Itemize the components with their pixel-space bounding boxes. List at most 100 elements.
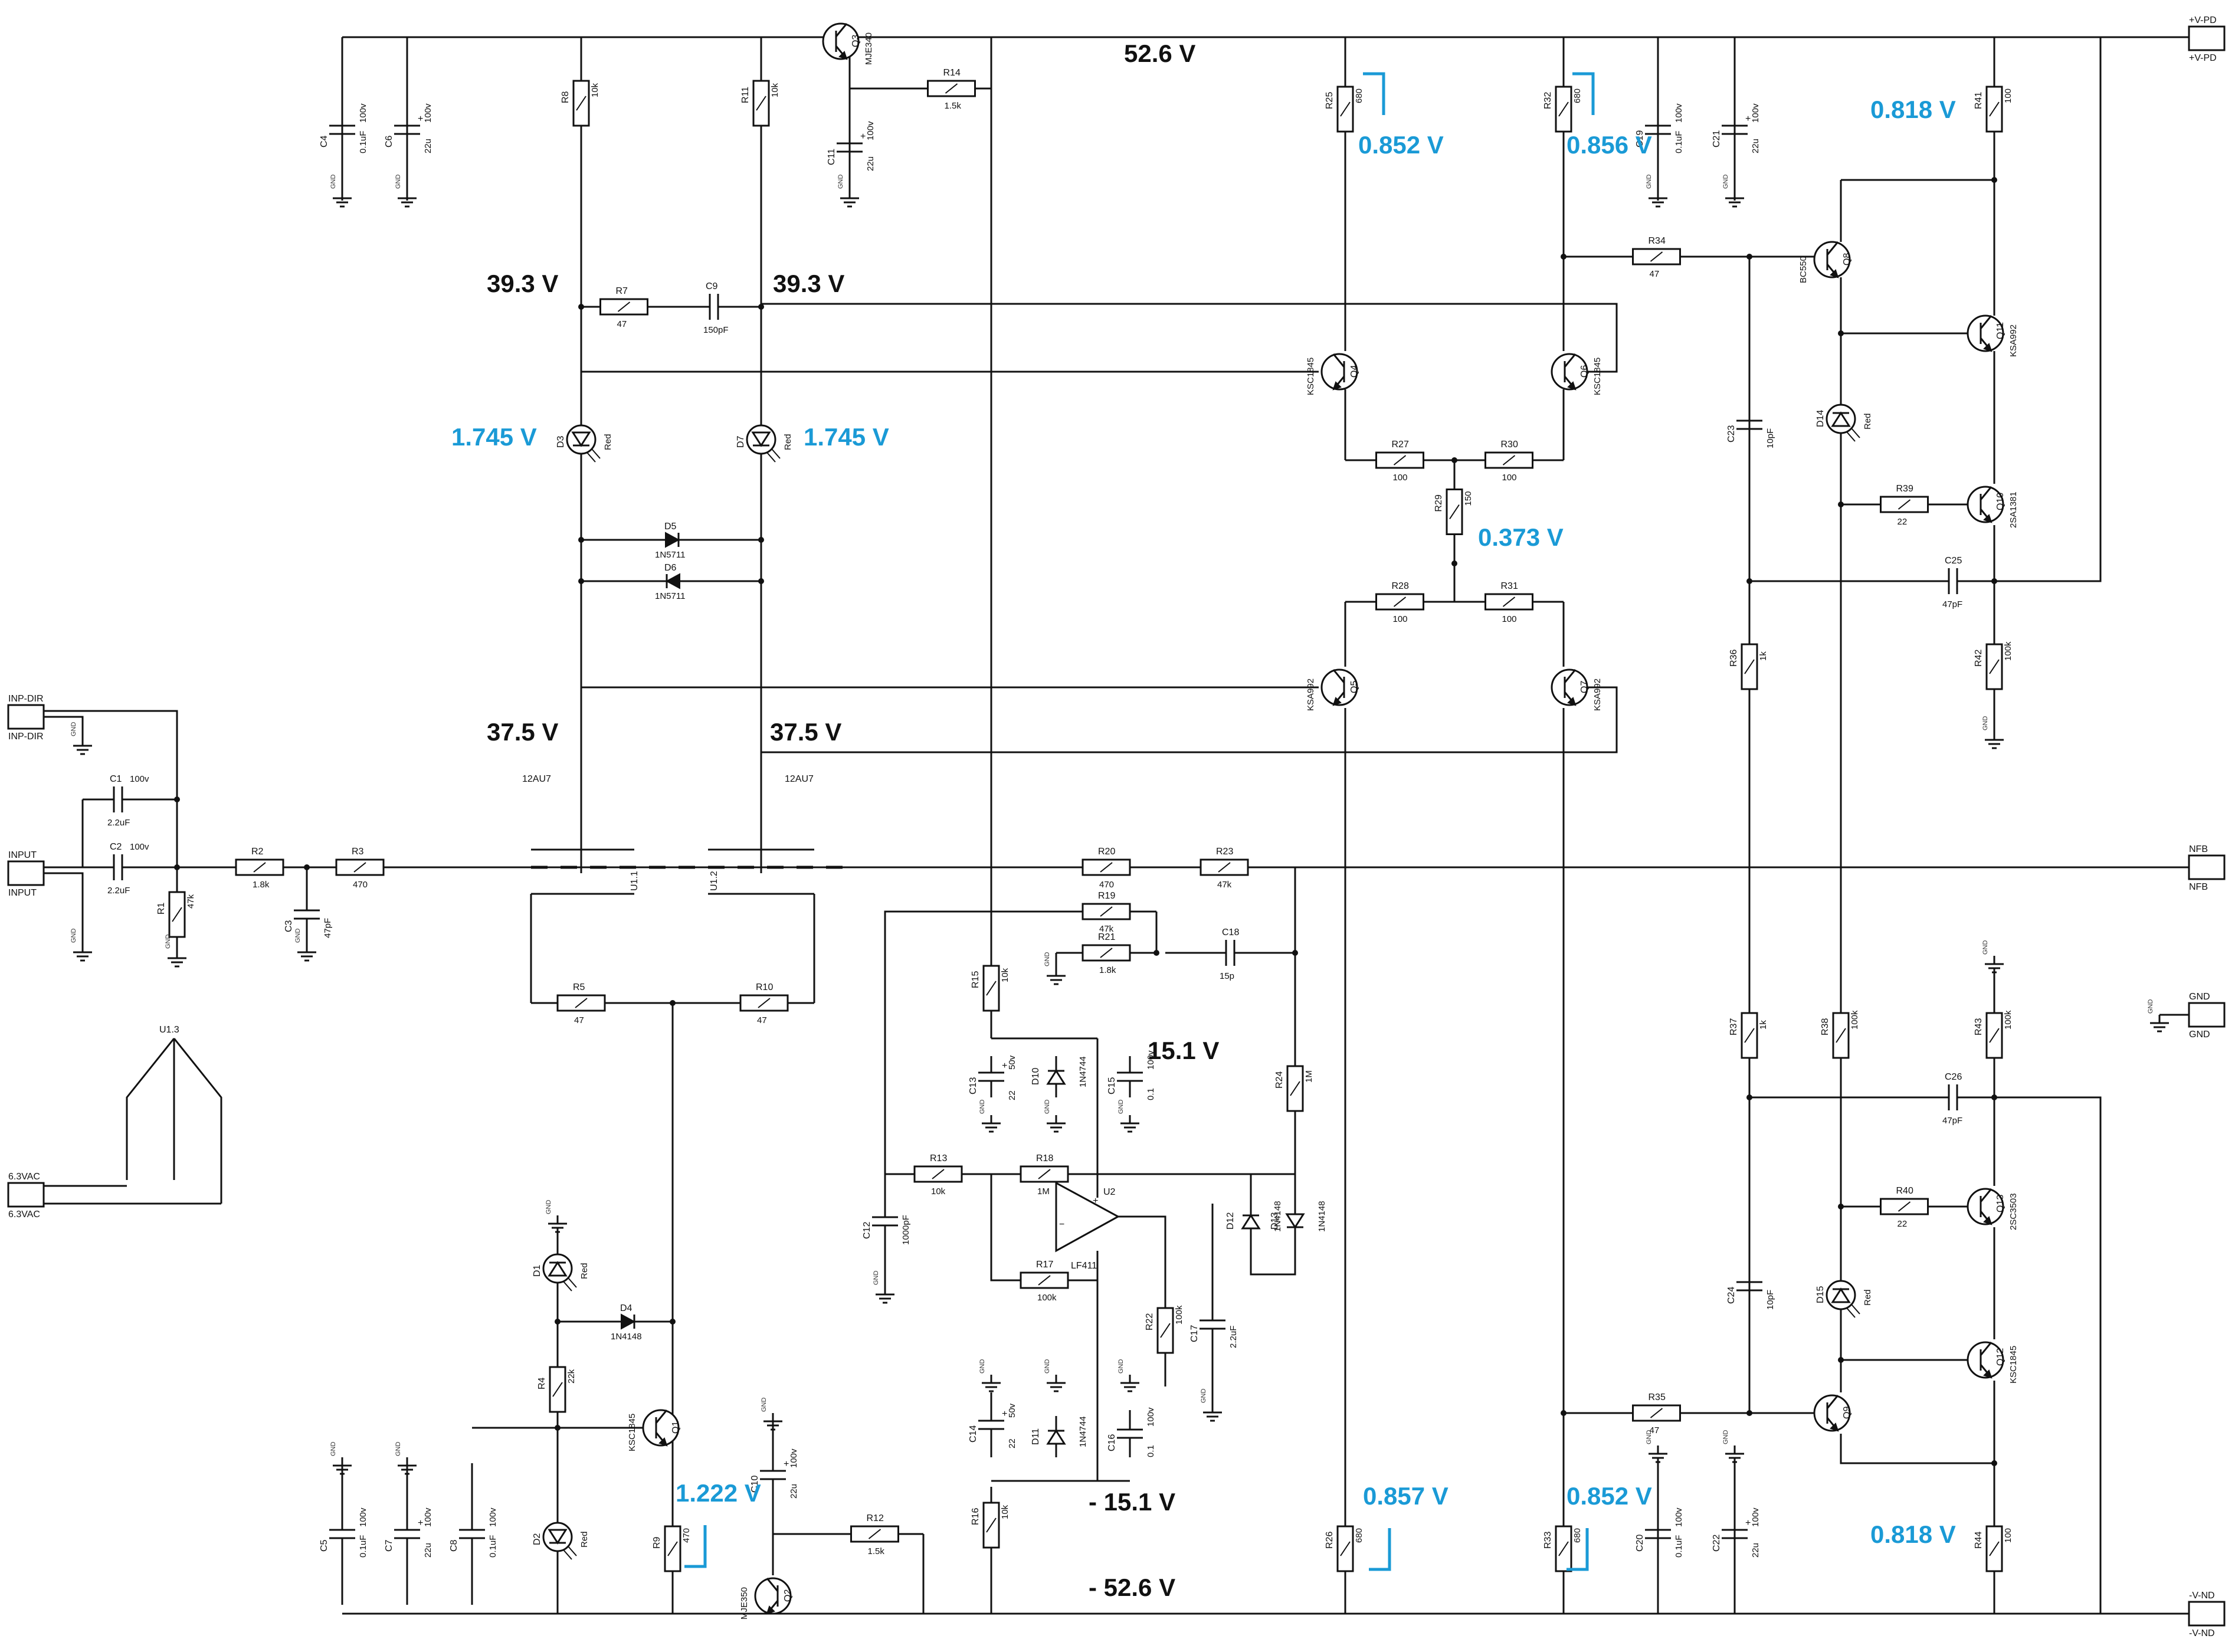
ground-symbol: GND [837,175,859,208]
resistor-ref: R38 [1820,1018,1830,1035]
capacitor-value: 22u [1751,139,1761,153]
opamp-type: LF411 [1071,1261,1097,1271]
opamp-ref: U2 [1103,1187,1116,1197]
wire [1836,1028,1846,1043]
connector-vpd: +V-PD+V-PD [2188,15,2226,63]
diode-ref: D13 [1270,1212,1280,1230]
ground-label: GND [165,935,172,949]
ground-symbol: GND [979,1359,1001,1392]
resistor-ref: R22 [1145,1313,1155,1330]
transistor-ref: Q13 [1995,1195,2005,1212]
wire [253,862,266,873]
transistor-type: KSA992 [2008,324,2018,357]
resistor-ref: R41 [1974,92,1984,109]
ground-label: GND [395,175,402,189]
wire [586,452,596,463]
measurement-marker [1363,72,1385,115]
resistor-body [664,1525,681,1572]
wire [1650,1408,1663,1418]
ground-symbol: GND [873,1271,894,1304]
capacitor-value: 47pF [1942,1116,1962,1126]
capacitor-voltage: 100v [358,103,368,123]
wire [1744,659,1755,674]
resistor-ref: R32 [1543,92,1553,109]
resistor-value: 1M [1037,1186,1050,1197]
ground-label: GND [837,175,844,189]
diode-triangle [751,431,771,447]
connector-body [7,1182,45,1208]
transistor-ref: Q7 [1579,681,1590,693]
resistor-value: 10k [931,1186,946,1197]
emitter-arrow [1983,1216,1993,1225]
transistor-ref: Q3 [851,35,861,47]
wire [1989,1028,2000,1043]
emitter-arrow [1983,514,1993,523]
ground-label: GND [545,1200,552,1215]
wire [575,998,588,1008]
resistor-ref: R40 [1896,1186,1913,1196]
wire [986,1517,997,1533]
capacitor-voltage: 100v [789,1448,799,1468]
capacitor-value: 1000pF [901,1215,911,1245]
transistor-type: BC550 [1798,256,1808,283]
ground-label: GND [979,1100,986,1115]
connector-label: INPUT [8,888,37,898]
junction-dot [555,1319,561,1325]
voltage-cathode-left: 37.5 V [487,718,558,746]
polarity-mark: + [784,1459,789,1469]
capacitor-value: 0.1uF [358,1535,368,1558]
transistor-circle [754,1577,792,1615]
capacitor-ref: C9 [706,281,718,291]
wire [44,710,178,867]
junction-dot [1838,330,1844,336]
wire [1160,1323,1171,1338]
resistor-ref: R15 [971,971,981,988]
wire [1980,1188,1993,1202]
transistor-type: 2SA1381 [2008,491,2018,528]
ground-label: GND [761,1398,768,1412]
tube-ref: U1.2 [709,871,719,891]
resistor-ref: R4 [537,1377,547,1389]
resistor-value: 150 [1463,491,1473,506]
transistor-circle [1967,1188,2004,1225]
resistor-value: 100 [1502,473,1517,483]
resistor-value: 100k [2003,1010,2013,1030]
resistor-value: 1.8k [253,880,270,890]
wire [1840,1434,1994,1464]
wire [1118,1215,1166,1274]
emitter-arrow [1983,1369,1993,1379]
wire [771,448,781,459]
ground-symbol: GND [761,1398,782,1431]
polarity-mark: + [1745,114,1751,124]
ground-label: GND [1982,716,1989,731]
diode-triangle [571,431,591,447]
resistor-body [1484,451,1533,469]
diode-ref: D1 [532,1264,542,1277]
resistor-body [556,994,606,1012]
